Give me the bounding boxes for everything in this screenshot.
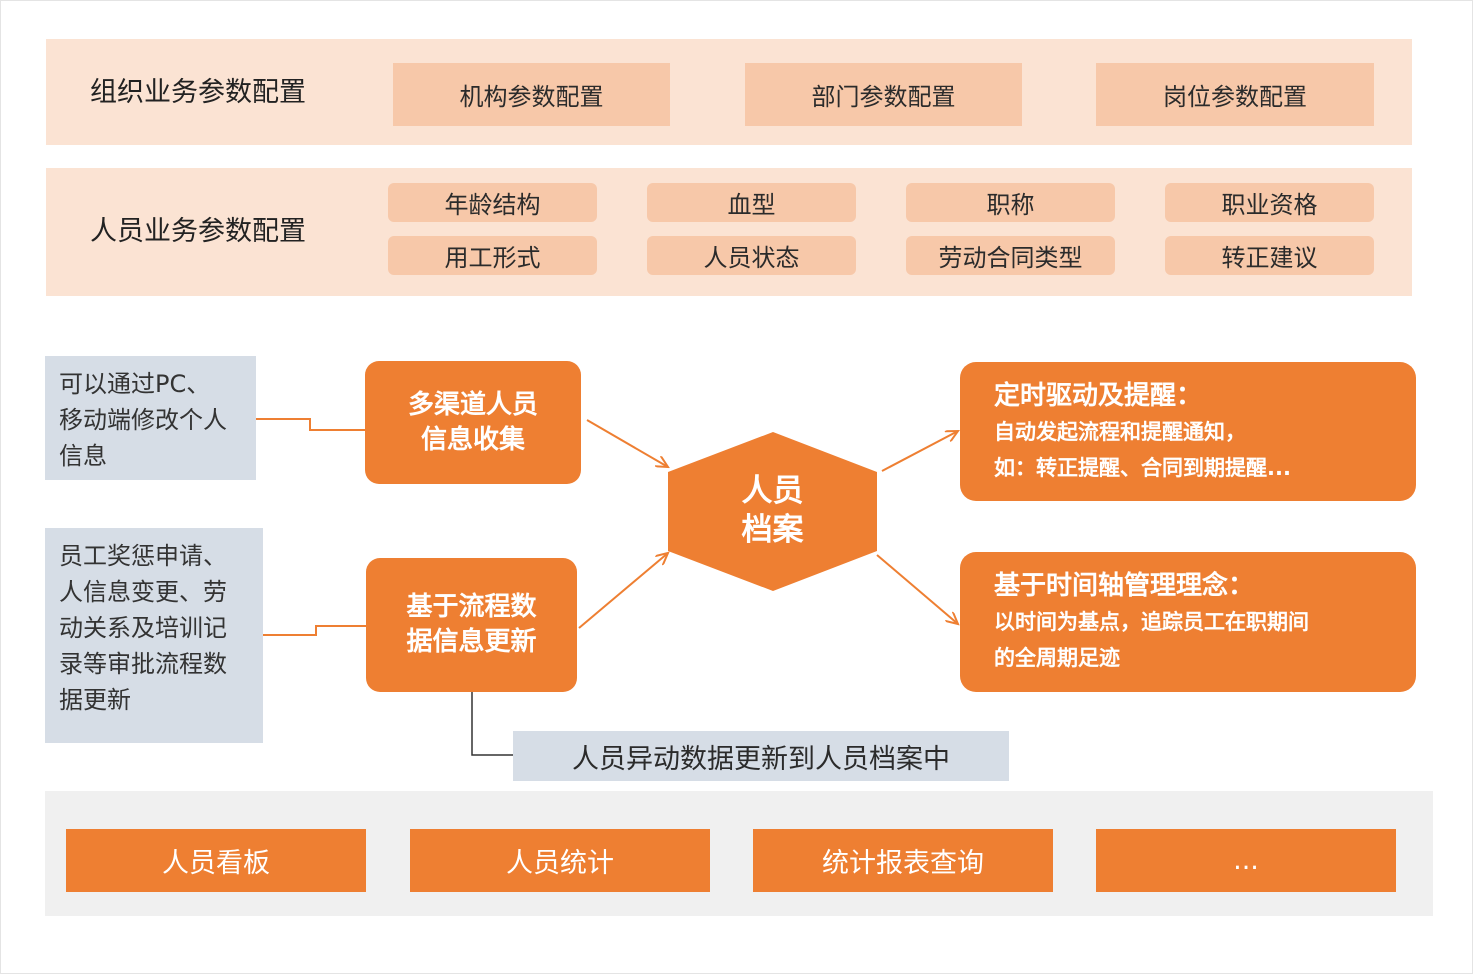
staff-config-item-contract[interactable]: 劳动合同类型 <box>906 236 1115 275</box>
staff-config-item-title[interactable]: 职称 <box>906 183 1115 222</box>
timeline-management-box[interactable]: 基于时间轴管理理念： 以时间为基点，追踪员工在职期间 的全周期足迹 <box>960 552 1416 692</box>
mobile-note-line: 可以通过PC、 <box>59 370 211 398</box>
bottom-item-statistics[interactable]: 人员统计 <box>410 829 710 892</box>
org-config-item-department[interactable]: 部门参数配置 <box>745 63 1022 126</box>
bottom-item-report-query[interactable]: 统计报表查询 <box>753 829 1053 892</box>
approval-note: 员工奖惩申请、 人信息变更、劳 动关系及培训记 录等审批流程数 据更新 <box>45 528 263 743</box>
archive-hexagon <box>668 432 877 591</box>
mobile-note-line: 信息 <box>59 442 107 470</box>
arrow-archive-to-timeline <box>876 554 958 624</box>
timer-reminder-title: 定时驱动及提醒： <box>994 381 1203 411</box>
approval-note-line: 据更新 <box>59 686 131 714</box>
org-config-item-institution[interactable]: 机构参数配置 <box>393 63 670 126</box>
staff-config-item-age[interactable]: 年龄结构 <box>388 183 597 222</box>
approval-note-line: 录等审批流程数 <box>59 650 227 678</box>
timeline-management-title: 基于时间轴管理理念： <box>994 571 1255 601</box>
process-update-line: 基于流程数 <box>406 592 537 622</box>
multi-channel-collection-box[interactable]: 多渠道人员 信息收集 <box>365 361 581 484</box>
arrow-channel-to-archive <box>586 419 668 467</box>
archive-label-line: 人员 <box>741 473 804 509</box>
bottom-item-more[interactable]: ... <box>1096 829 1396 892</box>
timer-reminder-line: 如：转正提醒、合同到期提醒... <box>994 456 1291 480</box>
org-config-label: 组织业务参数配置 <box>90 77 306 108</box>
timer-reminder-line: 自动发起流程和提醒通知， <box>994 420 1246 444</box>
timeline-management-line: 的全周期足迹 <box>994 646 1120 670</box>
process-update-line: 据信息更新 <box>406 627 537 657</box>
mobile-note-connector <box>256 418 366 431</box>
mobile-note-line: 移动端修改个人 <box>59 406 227 434</box>
staff-config-item-blood[interactable]: 血型 <box>647 183 856 222</box>
staff-config-item-regularization[interactable]: 转正建议 <box>1165 236 1374 275</box>
mobile-note: 可以通过PC、 移动端修改个人 信息 <box>45 356 256 480</box>
approval-note-line: 动关系及培训记 <box>59 614 227 642</box>
staff-config-item-qualification[interactable]: 职业资格 <box>1165 183 1374 222</box>
bottom-item-dashboard[interactable]: 人员看板 <box>66 829 366 892</box>
approval-note-line: 员工奖惩申请、 <box>59 542 227 570</box>
staff-config-label: 人员业务参数配置 <box>90 216 306 247</box>
process-update-box[interactable]: 基于流程数 据信息更新 <box>366 558 577 692</box>
change-update-note: 人员异动数据更新到人员档案中 <box>513 731 1009 781</box>
multi-channel-line: 多渠道人员 <box>407 389 538 420</box>
org-config-item-position[interactable]: 岗位参数配置 <box>1096 63 1374 126</box>
arrow-process-to-archive <box>578 553 668 629</box>
timer-reminder-box[interactable]: 定时驱动及提醒： 自动发起流程和提醒通知， 如：转正提醒、合同到期提醒... <box>960 362 1416 501</box>
arrow-archive-to-timer <box>881 431 958 472</box>
approval-note-connector <box>263 625 366 636</box>
approval-note-line: 人信息变更、劳 <box>59 578 227 606</box>
update-note-connector <box>471 692 514 756</box>
archive-label-line: 档案 <box>741 512 804 548</box>
staff-config-item-status[interactable]: 人员状态 <box>647 236 856 275</box>
timeline-management-line: 以时间为基点，追踪员工在职期间 <box>994 610 1309 634</box>
multi-channel-line: 信息收集 <box>420 424 525 455</box>
staff-config-item-employment[interactable]: 用工形式 <box>388 236 597 275</box>
archive-label[interactable]: 人员 档案 <box>668 472 877 550</box>
